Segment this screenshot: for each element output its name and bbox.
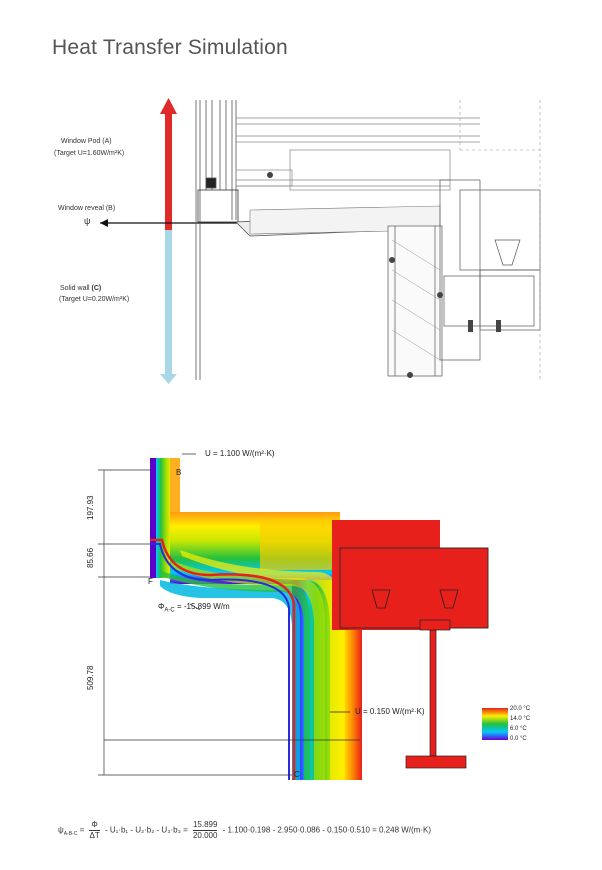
frac2-num: 15.899: [192, 820, 218, 831]
frac1-num: Φ: [89, 820, 100, 831]
window-reveal-label: Window reveal (B): [58, 205, 116, 212]
page-title: Heat Transfer Simulation: [52, 36, 288, 59]
formula-frac1: Φ ΔT: [89, 820, 100, 841]
arrow-up-head: [160, 98, 177, 114]
u-wall-label: U = 0.150 W/(m²·K): [355, 707, 425, 716]
solid-wall-text: Solid wall: [60, 285, 90, 292]
formula-terms: - U₁·b₁ - U₂·b₂ - U₃·b₃ =: [104, 825, 188, 835]
formula-lhs: ψ: [58, 825, 64, 835]
bolts: [267, 172, 501, 378]
arrow-down-head: [160, 374, 177, 384]
legend-6: 6.0 °C: [510, 726, 527, 732]
legend-14: 14.0 °C: [510, 716, 531, 722]
dim-mid: 85.66: [86, 547, 95, 568]
solid-wall-target: (Target U=0.20W/m²K): [59, 296, 130, 303]
phi-subscript: A-C: [164, 607, 175, 614]
concrete-grid: [459, 100, 541, 380]
thermal-simulation: [98, 453, 508, 780]
point-b: B: [176, 468, 182, 477]
psi-formula: ψA-B-C = Φ ΔT - U₁·b₁ - U₂·b₂ - U₃·b₃ = …: [58, 820, 431, 841]
section-drawing: [100, 98, 541, 384]
formula-frac2: 15.899 20.000: [192, 820, 218, 841]
dim-bottom: 509.78: [86, 665, 95, 690]
u-window-label: U = 1.100 W/(m²·K): [205, 449, 275, 458]
frac2-den: 20.000: [192, 831, 218, 840]
window-pod-label: Window Pod (A): [61, 138, 112, 145]
heat-arrow-up: [165, 112, 172, 230]
legend-0: 0.0 °C: [510, 736, 527, 742]
frac1-den: ΔT: [89, 831, 100, 840]
heat-arrow-down: [165, 230, 172, 378]
legend-20: 20.0 °C: [510, 706, 531, 712]
window-frame: [195, 100, 239, 380]
solid-wall-label: Solid wall (C): [60, 285, 101, 292]
point-f: F: [148, 577, 153, 586]
window-pod-target: (Target U=1.60W/m²K): [54, 150, 125, 157]
reveal-arrow-head: [100, 219, 108, 227]
formula-lhs-sub: A-B-C: [63, 831, 78, 838]
dimension-line: [98, 469, 360, 776]
temp-legend: [482, 708, 508, 740]
formula-tail: - 1.100·0.198 - 2.950·0.086 - 0.150·0.51…: [222, 825, 432, 835]
solid-wall-code: (C): [91, 285, 102, 292]
dim-top: 197.93: [86, 495, 95, 520]
psi-symbol: ψ: [84, 216, 91, 226]
slab-lines: [235, 117, 480, 191]
i-beam: [405, 619, 467, 769]
wall-hatch: [391, 239, 441, 361]
phi-symbol: Φ: [158, 602, 165, 611]
formula-eq: =: [79, 825, 85, 835]
phi-label: ΦA-C = -15.899 W/m: [158, 602, 230, 614]
point-c: C: [294, 770, 300, 779]
solid-wall: [387, 179, 541, 377]
phi-value: = -15.899 W/m: [176, 602, 230, 611]
